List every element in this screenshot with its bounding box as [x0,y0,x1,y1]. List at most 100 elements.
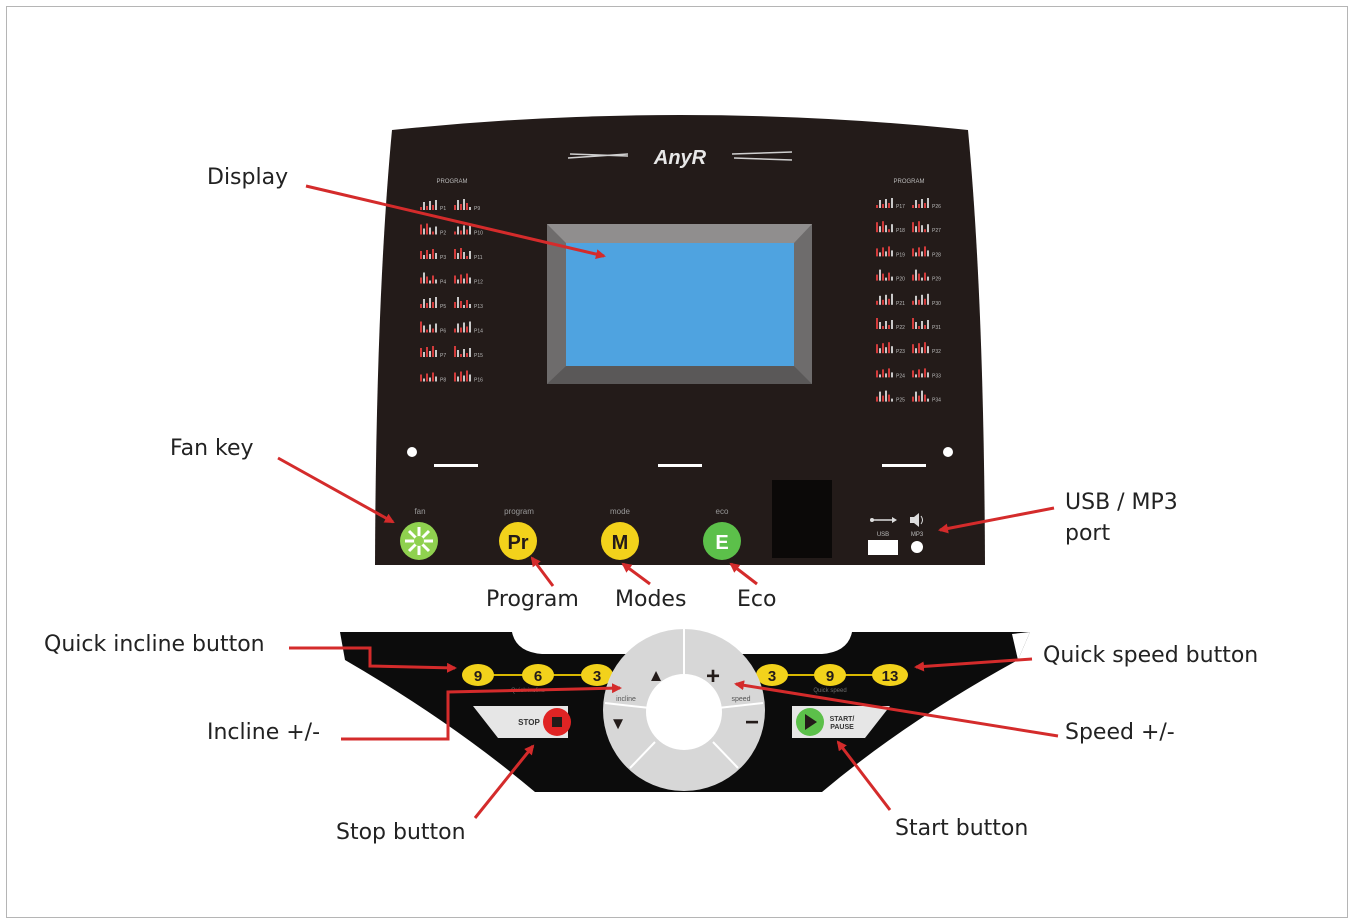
program-label: P2 [440,231,446,237]
program-label: P28 [932,252,941,258]
program-label: P25 [896,398,905,404]
program-icon-p11: P11 [454,248,483,261]
indicator-dot-left [407,447,417,457]
program-icon-p15: P15 [454,346,483,359]
program-label: P21 [896,301,905,307]
program-key[interactable]: program Pr [499,507,537,560]
program-icon-p29: P29 [912,269,941,283]
program-icon-p25: P25 [876,390,905,404]
quick-incline-6-button[interactable]: 6 [522,664,554,686]
program-icon-p3: P3 [420,249,446,261]
program-icon-p6: P6 [420,321,446,335]
stop-button[interactable]: STOP [473,706,571,738]
eco-key-label: eco [716,507,729,516]
quick-speed-3-button[interactable]: 3 [756,664,788,686]
program-label: P34 [932,398,941,404]
program-label: P31 [932,325,941,331]
program-label: P20 [896,277,905,283]
arrow-program [530,556,555,587]
program-label: P18 [896,228,905,234]
program-label: P17 [896,204,905,210]
speed-down-button[interactable]: − [745,709,759,736]
incline-speed-dial [603,629,765,791]
callout-display: Display [207,165,289,190]
program-label: P10 [474,231,483,237]
mp3-jack [911,541,923,553]
program-icon-p34: P34 [912,390,941,404]
callout-usb-mp3-line2: port [1065,521,1111,546]
program-icon-p31: P31 [912,318,941,331]
speed-label: speed [731,696,750,703]
fan-key[interactable]: fan [400,507,438,560]
program-icon-p27: P27 [912,221,941,234]
program-icon-p9: P9 [454,199,480,212]
program-icon-p32: P32 [912,342,941,355]
program-icon-p22: P22 [876,318,905,331]
program-label: P7 [440,353,446,359]
usb-mp3-ports[interactable]: USB MP3 [868,513,924,555]
program-icon-p4: P4 [420,272,446,286]
program-icon-p24: P24 [876,368,905,379]
program-icon-p28: P28 [912,246,941,258]
start-pause-button[interactable]: START/ PAUSE [792,706,890,738]
arrow-quick-incline [289,646,457,673]
quick-speed-caption: Quick speed [813,688,846,694]
program-label: P15 [474,353,483,359]
arrow-start [836,740,892,811]
callout-speed-pm: Speed +/- [1065,720,1175,745]
program-icon-p23: P23 [876,342,905,355]
arrow-eco [729,562,758,586]
callout-usb-mp3-line1: USB / MP3 [1065,490,1178,515]
arrow-modes [621,562,651,586]
svg-text:13: 13 [882,668,899,685]
callout-arrows [277,184,1059,819]
program-icon-p30: P30 [912,293,941,307]
program-label: P3 [440,255,446,261]
callout-quick-speed: Quick speed button [1043,643,1259,668]
program-label: P16 [474,378,483,384]
mode-key[interactable]: mode M [601,507,639,560]
arrow-fan-key [277,456,395,524]
arrow-display [305,184,606,260]
callout-fan-key: Fan key [170,436,254,461]
program-icon-p13: P13 [454,297,483,310]
callout-quick-incline: Quick incline button [44,632,265,657]
program-icon-p17: P17 [876,198,905,210]
device-holder [772,480,832,558]
indicator-bar-left [434,464,478,467]
quick-incline-3-button[interactable]: 3 [581,664,613,686]
program-icon-p26: P26 [912,198,941,210]
program-icon-p14: P14 [454,321,483,335]
arrow-usb [938,506,1055,534]
program-label: P12 [474,280,483,286]
eco-key[interactable]: eco E [703,507,741,560]
incline-down-button[interactable]: ▼ [610,714,627,733]
program-label: P23 [896,349,905,355]
svg-text:9: 9 [826,668,834,685]
program-icon-p5: P5 [420,297,446,310]
program-label: P33 [932,373,941,379]
svg-text:6: 6 [534,668,542,685]
arrow-speed-pm [734,680,1059,738]
speed-up-button[interactable]: + [706,663,720,690]
quick-speed-9-button[interactable]: 9 [814,664,846,686]
program-icon-p18: P18 [876,221,905,234]
program-icon-p1: P1 [420,200,446,212]
indicator-dot-right [943,447,953,457]
program-heading-right: PROGRAM [893,179,924,185]
program-label: P1 [440,206,446,212]
incline-label: incline [616,696,636,703]
program-icon-p7: P7 [420,346,446,359]
usb-icon [870,517,897,523]
usb-label: USB [877,532,889,538]
callout-stop: Stop button [336,820,466,845]
display-screen [547,224,812,384]
svg-text:9: 9 [474,668,482,685]
quick-speed-13-button[interactable]: 13 [872,664,908,686]
incline-up-button[interactable]: ▲ [648,666,665,685]
program-label: P19 [896,252,905,258]
callout-program: Program [486,587,579,612]
quick-incline-9-button[interactable]: 9 [462,664,494,686]
